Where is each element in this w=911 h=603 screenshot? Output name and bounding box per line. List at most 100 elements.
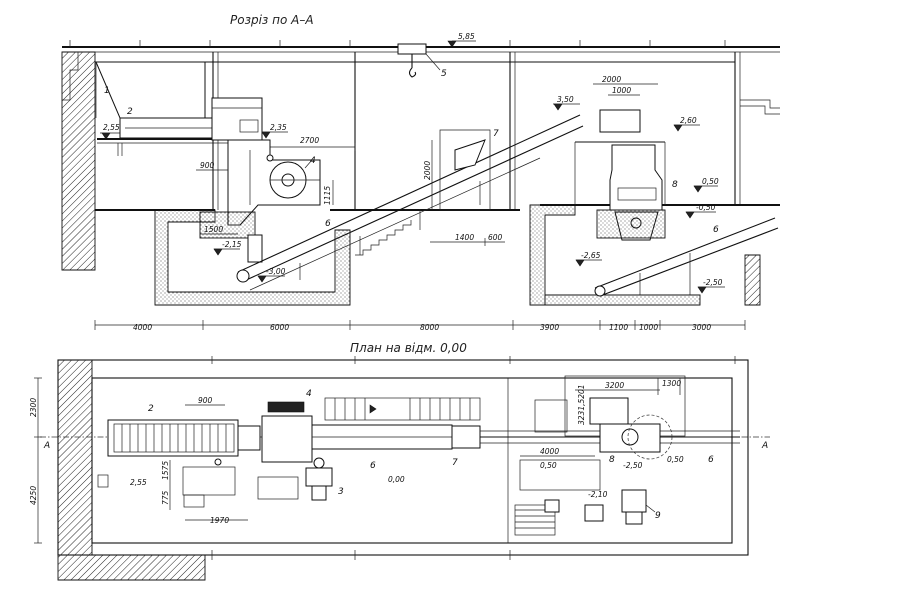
left-wall-step [62, 52, 79, 101]
level-label: 2,55 [103, 123, 120, 132]
leader-5 [425, 53, 441, 71]
dim-1500: 1500 [200, 225, 238, 235]
plan-dim-3200: 3200 [575, 381, 660, 391]
plan-label-7: 7 [452, 458, 458, 468]
level-label: -3,00 [266, 267, 286, 276]
dim-1000-top: 1000 [608, 86, 640, 96]
drive-box [239, 119, 259, 133]
level-label: 0,50 [702, 177, 719, 186]
section-title: Розріз по А–А [230, 13, 314, 27]
dim-label: 1575 [161, 461, 170, 480]
dim-label: 2700 [300, 136, 319, 145]
plan-conveyor [311, 397, 481, 450]
right-pit-wall-b [744, 254, 761, 306]
dim-label: 1000 [612, 86, 631, 95]
separator-frame [439, 129, 491, 211]
dim-2000-vertical: 2000 [423, 140, 433, 210]
plan-level-0-50b: 0,50 [667, 455, 684, 464]
inclined-conveyor [236, 114, 584, 291]
plan-label-2: 2 [148, 404, 154, 414]
level-label: 2,35 [270, 123, 287, 132]
dim-label: 3200 [605, 381, 624, 390]
plan-dim-3231: 3231,5201 [577, 384, 586, 425]
plan-label-8: 8 [609, 455, 615, 465]
plan-side-dims: 2300 4250 [29, 377, 42, 544]
plan-label-9: 9 [655, 511, 661, 521]
leader-4 [304, 159, 313, 169]
dim-label: 6000 [270, 323, 289, 332]
level-label: -2,15 [222, 240, 242, 249]
plan-level-center: 0,00 [388, 475, 405, 484]
roof-ticks [69, 40, 726, 47]
feeder-drive [211, 97, 263, 141]
jaw-crusher [227, 139, 321, 226]
dim-1115: 1115 [323, 180, 334, 205]
dim-label: 2000 [423, 161, 432, 180]
dim-label: 775 [161, 490, 170, 505]
section-view: Розріз по А–А [61, 13, 780, 332]
magnetic-separator [454, 139, 486, 171]
outlet-conveyor [594, 217, 779, 297]
level-label: -2,50 [703, 278, 723, 287]
dim-label: 8000 [420, 323, 439, 332]
axis-mark-left: А [43, 441, 50, 451]
plan-right-equipment [514, 375, 686, 536]
left-wall [61, 51, 96, 271]
plan-dim-1300: 1300 [662, 379, 681, 388]
level-label: 2,60 [680, 116, 697, 125]
plan-level-minus-2-10: -2,10 [588, 490, 608, 499]
level-mark-0-50: 0,50 [693, 177, 719, 193]
plan-outer-wall [57, 359, 749, 556]
plan-level-0-50: 0,50 [540, 461, 557, 470]
level-label: -0,50 [696, 203, 716, 212]
level-mark-2-50: -2,50 [697, 278, 725, 294]
level-mark-2-60: 2,60 [673, 116, 700, 132]
level-mark-3-50: 3,50 [553, 95, 580, 111]
dim-label: 3900 [540, 323, 559, 332]
plan-label-4: 4 [306, 389, 312, 399]
dim-label: 3000 [692, 323, 711, 332]
plan-level-2-55: 2,55 [97, 474, 147, 488]
plan-level-minus-2-50: -2,50 [623, 461, 643, 470]
dim-label: 900 [200, 161, 215, 170]
plan-label-3: 3 [338, 487, 344, 497]
plan-separator [451, 425, 481, 449]
level-mark-2-35: 2,35 [261, 123, 288, 139]
axis-mark-right: А [761, 441, 768, 451]
label-1: 1 [104, 86, 110, 96]
dim-2700: 2700 [265, 136, 356, 151]
dim-900: 900 [196, 161, 228, 171]
dim-label: 4250 [29, 486, 38, 505]
level-label: 5,85 [458, 32, 475, 41]
plan-label-6b: 6 [708, 455, 714, 465]
level-label: 3,50 [557, 95, 574, 104]
dim-label: 1400 [455, 233, 474, 242]
label-7: 7 [493, 129, 499, 139]
dim-label: 1000 [639, 323, 658, 332]
dim-label: 1970 [210, 516, 229, 525]
plan-view: План на відм. 0,00 А А 2300 4250 [29, 341, 770, 581]
exhaust-pipe-b [740, 105, 780, 115]
plan-hopper-box: 1575 775 1970 [161, 458, 248, 525]
leader-9 [645, 504, 656, 513]
plan-dim-900: 900 [185, 396, 225, 406]
exhaust-pipe [740, 99, 780, 109]
dim-label: 1500 [204, 225, 223, 234]
plan-feeder [107, 419, 261, 457]
dim-label: 1100 [609, 323, 628, 332]
label-5: 5 [441, 69, 447, 79]
plan-label-6: 6 [370, 461, 376, 471]
dim-label: 900 [198, 396, 213, 405]
level-mark-top: 5,85 [447, 32, 476, 48]
dim-label: 4000 [540, 447, 559, 456]
label-6b: 6 [713, 225, 719, 235]
dim-label: 1115 [323, 186, 332, 205]
dim-label: 2300 [29, 398, 38, 417]
level-label: -2,65 [581, 251, 601, 260]
right-pit-floor [544, 294, 701, 306]
plan-column-marks [211, 356, 736, 560]
plan-motor [305, 457, 333, 501]
level-mark-2-15: -2,15 [213, 240, 242, 256]
level-mark-2-65: -2,65 [575, 251, 602, 267]
